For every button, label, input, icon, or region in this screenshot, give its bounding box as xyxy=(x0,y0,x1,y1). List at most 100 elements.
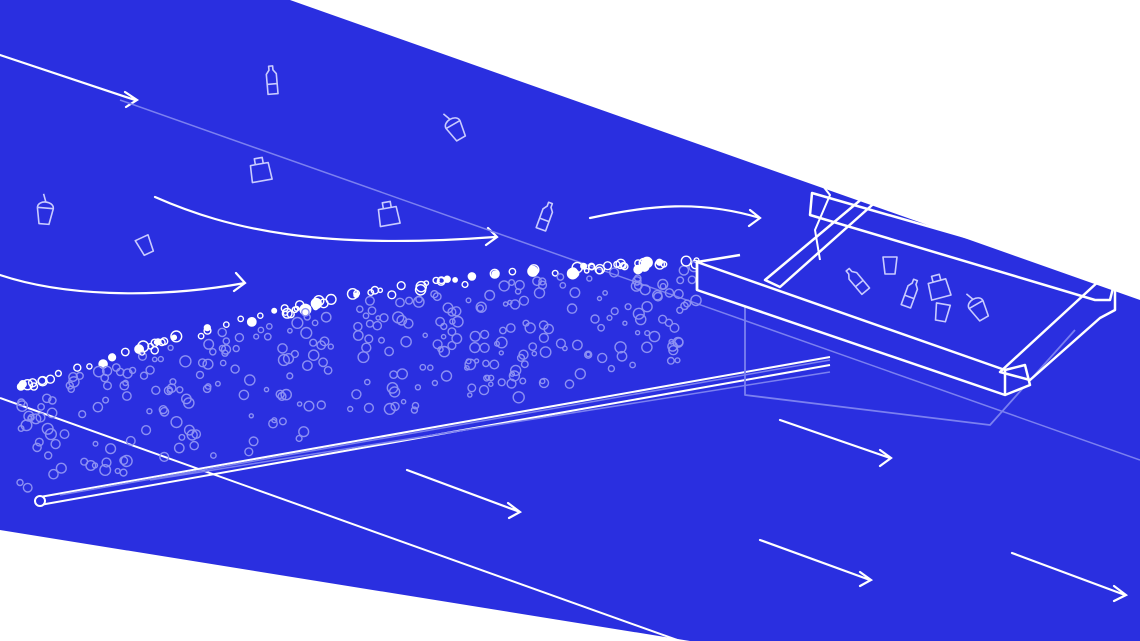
bubble xyxy=(44,451,53,460)
bubble xyxy=(311,319,319,327)
bubble xyxy=(508,267,517,276)
bubble xyxy=(102,381,112,391)
bubble xyxy=(115,367,125,377)
bubble xyxy=(528,342,538,351)
bubble xyxy=(320,311,332,323)
bubble xyxy=(73,363,82,372)
bubble xyxy=(396,281,406,291)
bubble xyxy=(119,380,130,391)
bubble xyxy=(569,287,581,299)
bubble xyxy=(559,281,567,289)
bubble xyxy=(473,358,480,364)
bubble xyxy=(141,425,152,436)
bag-icon xyxy=(927,273,952,301)
bubble xyxy=(353,321,363,332)
bubble xyxy=(154,338,162,346)
bubble xyxy=(100,373,110,383)
bubble xyxy=(594,263,606,275)
bubble xyxy=(159,451,170,463)
bubble xyxy=(277,391,287,402)
bubble xyxy=(364,295,375,306)
bubble xyxy=(122,391,132,401)
bubble xyxy=(687,275,697,285)
bubble xyxy=(286,327,293,334)
bubble xyxy=(524,322,536,334)
bubble xyxy=(572,339,583,351)
bubble xyxy=(363,402,375,414)
bubble xyxy=(564,379,575,389)
bubble-curtain xyxy=(16,255,702,493)
bubble xyxy=(483,374,491,382)
bubble xyxy=(234,332,245,343)
bubble xyxy=(137,351,148,361)
catchment-system xyxy=(695,171,1117,426)
bubble xyxy=(159,406,170,417)
bubble xyxy=(244,447,254,457)
bubble xyxy=(379,313,389,323)
flow-arrow xyxy=(0,53,140,109)
bubble xyxy=(268,418,278,429)
bubble xyxy=(42,393,52,404)
bubble xyxy=(654,259,666,270)
bubble xyxy=(186,429,198,441)
bubble xyxy=(383,402,396,416)
bubble xyxy=(263,386,270,393)
bubble xyxy=(316,400,326,410)
bubble xyxy=(298,426,310,438)
bubble xyxy=(419,363,427,371)
bubble xyxy=(378,336,386,344)
bubble xyxy=(584,350,593,359)
bubble xyxy=(68,372,79,383)
bag-icon xyxy=(249,156,273,184)
bubble xyxy=(151,356,158,363)
faint-current-line xyxy=(119,99,1140,461)
bubble xyxy=(362,312,370,320)
bubble xyxy=(583,267,590,274)
bubble xyxy=(363,378,371,386)
bubble xyxy=(475,301,487,313)
bubble xyxy=(514,288,522,295)
bubble xyxy=(641,341,653,354)
bubble xyxy=(167,344,174,351)
bubble xyxy=(506,378,517,389)
bubble xyxy=(449,318,456,325)
bubble xyxy=(384,346,394,357)
bubble xyxy=(436,276,446,286)
bubble xyxy=(482,359,490,368)
bubble xyxy=(633,281,643,290)
bubble xyxy=(351,389,362,400)
bubble xyxy=(203,326,212,335)
bubble xyxy=(410,406,419,414)
bubble xyxy=(286,372,294,380)
bubble xyxy=(590,314,600,324)
bubble xyxy=(431,379,439,387)
bubble xyxy=(566,303,578,314)
bubble xyxy=(633,264,643,275)
bubble xyxy=(256,312,264,320)
flow-arrow xyxy=(405,468,523,520)
bubble xyxy=(447,340,457,351)
bubble xyxy=(479,329,490,340)
bubble xyxy=(159,337,169,346)
bubble xyxy=(597,352,608,364)
air-pipe xyxy=(34,356,831,507)
bubble xyxy=(45,374,56,384)
bubble xyxy=(220,344,232,355)
bubble xyxy=(616,350,628,362)
bubble xyxy=(303,400,315,412)
bank-line xyxy=(0,397,681,641)
bubble xyxy=(92,401,104,413)
bubble xyxy=(585,351,592,358)
bubble xyxy=(222,321,230,328)
bubble xyxy=(248,413,255,419)
bubble xyxy=(467,383,477,393)
flow-arrows xyxy=(0,53,1129,603)
bubble xyxy=(59,429,70,440)
bubble xyxy=(657,278,669,291)
bubble xyxy=(680,255,692,267)
bubble xyxy=(209,452,217,459)
bubble xyxy=(291,316,304,330)
bubble xyxy=(219,359,227,367)
bubble xyxy=(412,295,425,308)
bubble xyxy=(237,315,245,323)
